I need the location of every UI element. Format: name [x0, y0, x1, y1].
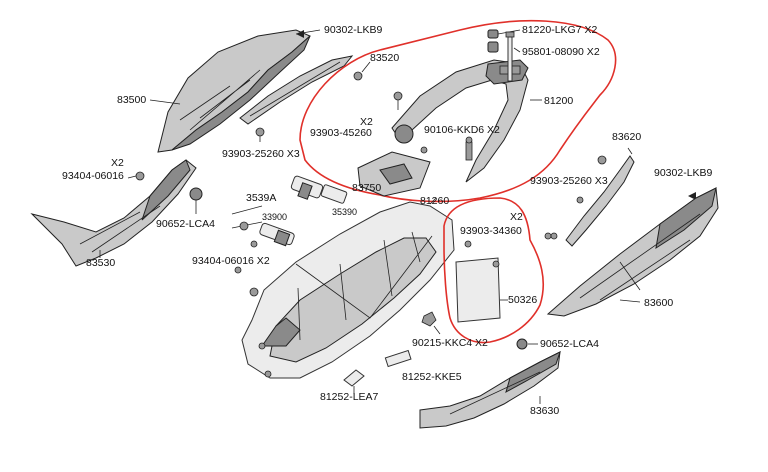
cap-nut-81220: [487, 29, 521, 53]
clip-90652-right: [516, 338, 538, 350]
label-90652-right: 90652-LCA4: [540, 338, 599, 350]
label-93903-25260-left: 93903-25260 X3: [222, 148, 300, 160]
label-x2-93903: X2: [360, 116, 373, 128]
label-81200: 81200: [544, 95, 573, 107]
label-83620: 83620: [612, 131, 641, 143]
label-3539a: 3539A: [246, 192, 276, 204]
side-cover-83600: [546, 187, 719, 317]
lock-assembly-3539a: [231, 175, 348, 248]
screw-93903-34360: [544, 232, 552, 240]
screw-93903-25260-left: [255, 127, 265, 142]
label-83530: 83530: [86, 257, 115, 269]
strip-83520: [239, 55, 371, 125]
label-90652-left: 90652-LCA4: [156, 218, 215, 230]
strip-83620: [565, 147, 635, 247]
label-33900: 33900: [262, 212, 287, 222]
plate-81252-kke5: [384, 349, 412, 368]
bolt-90302-lkb9-right: [688, 192, 696, 200]
plate-81252-lea7: [343, 369, 365, 394]
side-cover-83500: [149, 29, 311, 153]
label-83520: 83520: [370, 52, 399, 64]
label-93903-34360: 93903-34360: [460, 225, 522, 237]
screw-93404-x2: [234, 266, 259, 297]
label-83630: 83630: [530, 405, 559, 417]
clip-90215: [421, 311, 441, 335]
panel-group-highlight: [443, 197, 544, 344]
panel-83750: [357, 146, 431, 197]
carrier-group-highlight: [299, 19, 617, 203]
screw-93404-top: [127, 171, 145, 181]
label-93404-x2: 93404-06016 X2: [192, 255, 270, 267]
panel-50326: [455, 240, 508, 323]
bolt-95801: [505, 31, 521, 82]
label-95801: 95801-08090 X2: [522, 46, 600, 58]
label-93404-top: 93404-06016: [62, 170, 124, 182]
label-81220: 81220-LKG7 X2: [522, 24, 597, 36]
screw-93903-25260-right: [576, 155, 607, 204]
part-labels: 90302-LKB9 83520 83500 81220-LKG7 X2 958…: [62, 24, 713, 417]
label-90106: 90106-KKD6 X2: [424, 124, 500, 136]
label-83500: 83500: [117, 94, 146, 106]
label-93903-45260: 93903-45260: [310, 127, 372, 139]
carrier-81200: [391, 59, 542, 183]
screw-93903-45260: [393, 91, 403, 110]
label-81252-kke5: 81252-KKE5: [402, 371, 462, 383]
label-81260: 81260: [420, 195, 449, 207]
bolt-90106: [465, 136, 473, 161]
label-93903-25260-right: 93903-25260 X3: [530, 175, 608, 187]
label-90302-lkb9-right: 90302-LKB9: [654, 167, 713, 179]
label-x2-93404: X2: [111, 157, 124, 169]
label-x2-34360: X2: [510, 211, 523, 223]
label-90215: 90215-KKC4 X2: [412, 337, 488, 349]
label-83600: 83600: [644, 297, 673, 309]
label-90302-lkb9-top: 90302-LKB9: [324, 24, 383, 36]
label-50326: 50326: [508, 294, 537, 306]
storage-box-81260: [241, 197, 455, 379]
cover-83530: [30, 159, 197, 267]
label-81252-lea7: 81252-LEA7: [320, 391, 379, 403]
top-bolt-90302-lkb9: [295, 29, 321, 38]
label-83750: 83750: [352, 182, 381, 194]
clip-90652-left: [189, 187, 203, 214]
label-35390: 35390: [332, 207, 357, 217]
cover-83630: [419, 351, 561, 429]
